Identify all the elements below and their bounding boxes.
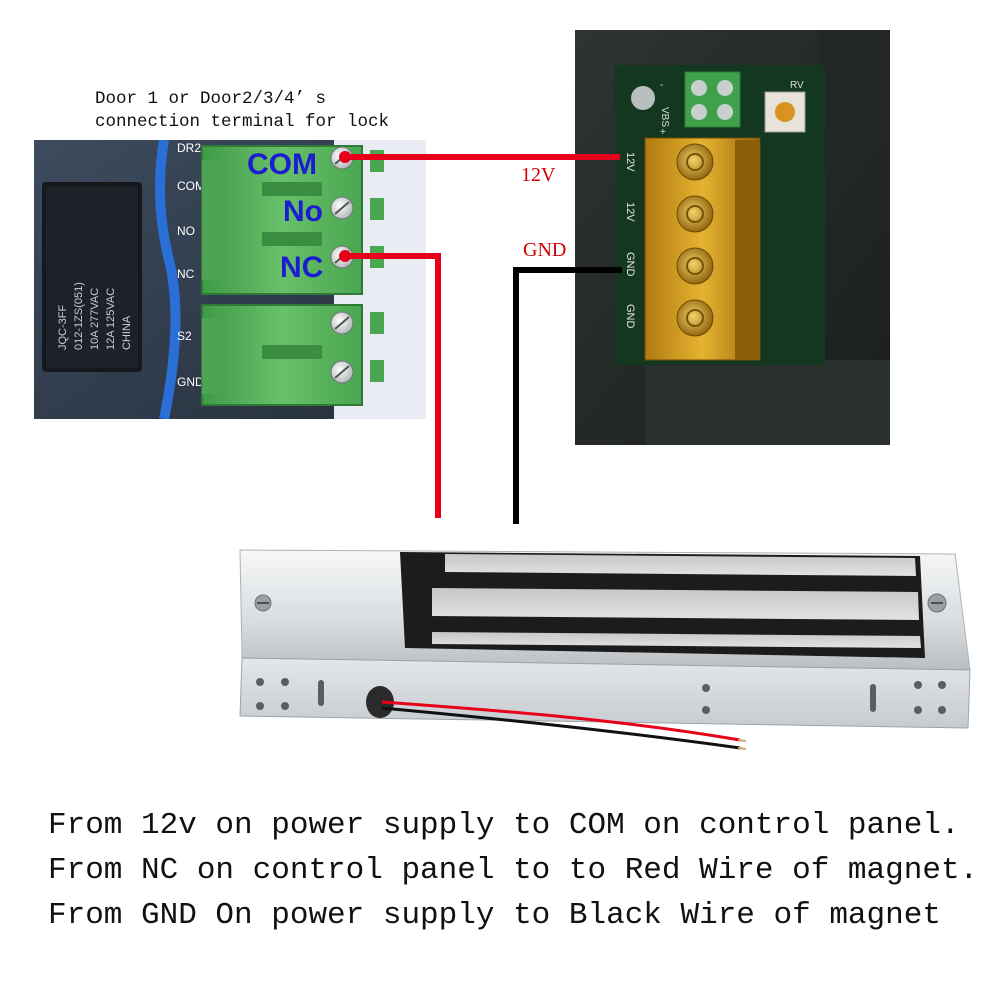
psu-label-minus: - bbox=[660, 80, 663, 91]
pin-label-dr2: DR2 bbox=[177, 141, 201, 155]
power-supply-photo: - VBS + RV 12V 12V GND GND bbox=[575, 30, 890, 445]
terminal-caption-line-1: Door 1 or Door2/3/4’ s bbox=[95, 89, 327, 109]
control-board-photo: JQC-3FF 012-1ZS(051) 10A 277VAC 12A 125V… bbox=[34, 140, 426, 419]
psu-terminal-label-3: GND bbox=[624, 304, 636, 329]
pin-label-gnd: GND bbox=[177, 375, 204, 389]
psu-terminal-block bbox=[644, 137, 761, 361]
wire-12v-end-com bbox=[339, 151, 351, 163]
magnetic-lock-photo bbox=[239, 549, 971, 750]
lock-plate-1 bbox=[445, 554, 916, 576]
psu-label-plus: + bbox=[660, 127, 666, 138]
psu-terminal-label-1: 12V bbox=[624, 202, 636, 222]
relay-text-1: 012-1ZS(051) bbox=[73, 282, 85, 350]
psu-adjust-terminal bbox=[631, 71, 806, 133]
pin-label-com: COM bbox=[177, 179, 205, 193]
instruction-line-2: From NC on control panel to to Red Wire … bbox=[48, 853, 979, 888]
relay-text-3: 12A 125VAC bbox=[105, 288, 117, 350]
lock-black-lead bbox=[381, 706, 741, 750]
instruction-line-1: From 12v on power supply to COM on contr… bbox=[48, 808, 960, 843]
psu-label-vbs: VBS bbox=[659, 107, 670, 127]
board-pin-labels: DR2 COM NO NC S2 GND bbox=[177, 141, 205, 389]
psu-small-labels: - VBS + RV bbox=[659, 80, 804, 138]
relay-text-4: CHINA bbox=[121, 315, 133, 350]
psu-terminal-labels: 12V 12V GND GND bbox=[624, 152, 636, 329]
pin-label-nc: NC bbox=[177, 267, 195, 281]
wire-nc-end bbox=[339, 250, 351, 262]
psu-label-rv: RV bbox=[790, 80, 804, 91]
psu-terminal-label-0: 12V bbox=[624, 152, 636, 172]
lock-plate-3 bbox=[432, 632, 921, 648]
lock-cable-grommet bbox=[366, 686, 394, 718]
wire-nc-to-red bbox=[345, 253, 441, 518]
terminal-block-sensor bbox=[201, 304, 384, 406]
psu-terminal-label-2: GND bbox=[624, 252, 636, 277]
instructions-caption: From 12v on power supply to COM on contr… bbox=[48, 803, 988, 938]
pin-label-no: NO bbox=[177, 224, 195, 238]
terminal-caption: Door 1 or Door2/3/4’ s connection termin… bbox=[95, 88, 389, 134]
blue-wire bbox=[155, 140, 181, 419]
label-no: No bbox=[283, 195, 323, 228]
lock-red-lead bbox=[381, 700, 741, 742]
pin-label-s2: S2 bbox=[177, 329, 192, 343]
wire-label-12v: 12V bbox=[521, 164, 556, 186]
instruction-line-3: From GND On power supply to Black Wire o… bbox=[48, 898, 941, 933]
lock-mounting-holes bbox=[256, 678, 946, 714]
relay-component: JQC-3FF 012-1ZS(051) 10A 277VAC 12A 125V… bbox=[42, 182, 142, 372]
relay-text-0: JQC-3FF bbox=[57, 305, 69, 351]
lock-plate-2 bbox=[432, 588, 919, 620]
terminal-caption-line-2: connection terminal for lock bbox=[95, 112, 390, 132]
label-com: COM bbox=[247, 148, 317, 181]
wire-gnd-to-black bbox=[513, 267, 622, 524]
relay-text-2: 10A 277VAC bbox=[89, 288, 101, 350]
wire-label-gnd: GND bbox=[523, 239, 567, 261]
label-nc: NC bbox=[280, 251, 324, 284]
